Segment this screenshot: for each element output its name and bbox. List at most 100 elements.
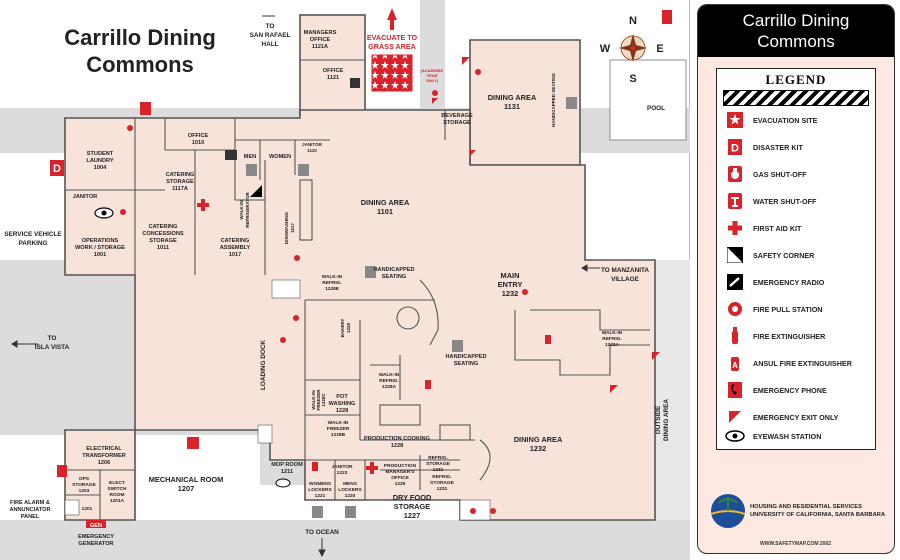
emergency-phone-icon xyxy=(140,102,151,115)
eyewash-pupil xyxy=(101,210,107,216)
outside-dining-line1: OUTSIDE xyxy=(655,405,662,434)
floor-plan-map: D xyxy=(0,0,690,560)
evacuate-arrow-icon xyxy=(387,8,397,30)
evacuation-site-icon xyxy=(727,112,743,128)
legend-panel: Carrillo Dining Commons LEGEND EVACUATIO… xyxy=(697,4,895,554)
accessible-icon xyxy=(566,97,577,109)
legend-header-line1: Carrillo Dining xyxy=(742,11,850,30)
compass-w: W xyxy=(600,43,611,55)
emergency-exit-icon xyxy=(470,150,476,156)
wall xyxy=(530,309,650,331)
safety-corner-icon xyxy=(250,185,262,197)
legend-item-ansul-extinguisher: A ANSUL FIRE EXTINGUISHER xyxy=(717,352,877,374)
loading-dock-label: LOADING DOCK xyxy=(260,340,267,390)
accessible-icon xyxy=(246,164,257,176)
ground-north-path xyxy=(420,0,445,108)
gen-label: GEN xyxy=(90,523,102,529)
fire-pull-station-icon xyxy=(294,255,300,261)
first-aid-cross xyxy=(197,199,209,211)
generator-marker xyxy=(86,520,106,528)
compass-n: N xyxy=(629,15,637,27)
fire-extinguisher-icon xyxy=(127,125,133,131)
to-san-rafael-line1: TO xyxy=(266,23,275,30)
wall xyxy=(514,310,650,376)
emergency-radio-icon xyxy=(727,274,743,290)
fire-extinguisher-icon xyxy=(120,209,126,215)
legend-item-emergency-radio: EMERGENCY RADIO xyxy=(717,271,877,293)
legend-label: FIRE EXTINGUISHER xyxy=(753,331,826,341)
evacuation-site-marker xyxy=(371,54,413,92)
serving-curve xyxy=(419,279,439,346)
org-line1: HOUSING AND RESIDENTIAL SERVICES xyxy=(750,504,862,510)
outside-dining-line2: DINING AREA xyxy=(663,399,670,441)
arrowhead-west xyxy=(11,340,18,348)
ansul-extinguisher-icon: A xyxy=(731,357,739,371)
counter xyxy=(379,404,421,426)
to-manzanita-line1: TO MANZANITA xyxy=(601,267,649,274)
accessible-icon xyxy=(452,340,463,352)
interior-walls xyxy=(65,59,650,520)
fire-pull-station-icon xyxy=(728,302,742,316)
ground-outside-dining xyxy=(655,260,690,520)
service-parking-line1: SERVICE VEHICLE xyxy=(4,231,62,238)
housing-logo-block: HOUSING AND RESIDENTIAL SERVICES UNIVERS… xyxy=(710,493,890,533)
legend-item-fire-extinguisher: FIRE EXTINGUISHER xyxy=(717,325,877,347)
compass-rose xyxy=(619,34,647,62)
room-bakery: BAKERY1228 xyxy=(340,319,351,338)
emergency-exit-icon xyxy=(462,57,470,65)
disaster-kit-icon xyxy=(50,160,64,176)
fire-pull-station-icon xyxy=(490,508,496,514)
legend-label: EVACUATION SITE xyxy=(753,115,818,125)
emergency-generator-line1: EMERGENCY xyxy=(78,534,114,540)
to-san-rafael-line2: SAN RAFAEL xyxy=(250,32,291,39)
legend-label: EMERGENCY EXIT ONLY xyxy=(753,412,839,422)
water-shutoff-icon xyxy=(728,193,742,209)
legend-item-evacuation-site: EVACUATION SITE xyxy=(717,109,877,131)
gas-shutoff-icon xyxy=(57,465,67,477)
room-women: WOMEN xyxy=(269,154,291,160)
fire-alarm-line1: FIRE ALARM & xyxy=(10,500,50,506)
accessible-icon xyxy=(312,506,323,518)
eyewash-station-icon xyxy=(725,430,745,442)
ucsb-housing-logo xyxy=(711,494,745,528)
legend-label: GAS SHUT-OFF xyxy=(753,169,807,179)
legend-title: LEGEND xyxy=(765,72,827,87)
serving-curve-2 xyxy=(479,439,491,481)
svg-text:D: D xyxy=(731,143,739,155)
legend-box: LEGEND EVACUATION SITE D DISASTER KIT GA… xyxy=(716,68,876,450)
org-line2: UNIVERSITY OF CALIFORNIA, SANTA BARBARA xyxy=(750,512,886,518)
legend-label: ANSUL FIRE EXTINGUISHER xyxy=(753,358,852,368)
eyewash-station-icon xyxy=(275,478,291,488)
legend-label: EMERGENCY RADIO xyxy=(753,277,825,287)
room-1201: 1201 xyxy=(82,506,93,512)
main-building xyxy=(64,109,656,521)
room-dishwashing: DISHWASHING1017 xyxy=(284,211,295,244)
ansul-extinguisher-icon xyxy=(545,335,551,344)
fire-pull-station-icon xyxy=(293,315,299,321)
room-walkin-freezer-c: WALK-INFREEZER1228C xyxy=(311,389,326,411)
compass-e: E xyxy=(656,43,663,55)
legend-label: FIRST AID KIT xyxy=(753,223,802,233)
first-aid-kit-icon xyxy=(728,221,742,235)
floor-plan-svg: D xyxy=(0,0,690,560)
